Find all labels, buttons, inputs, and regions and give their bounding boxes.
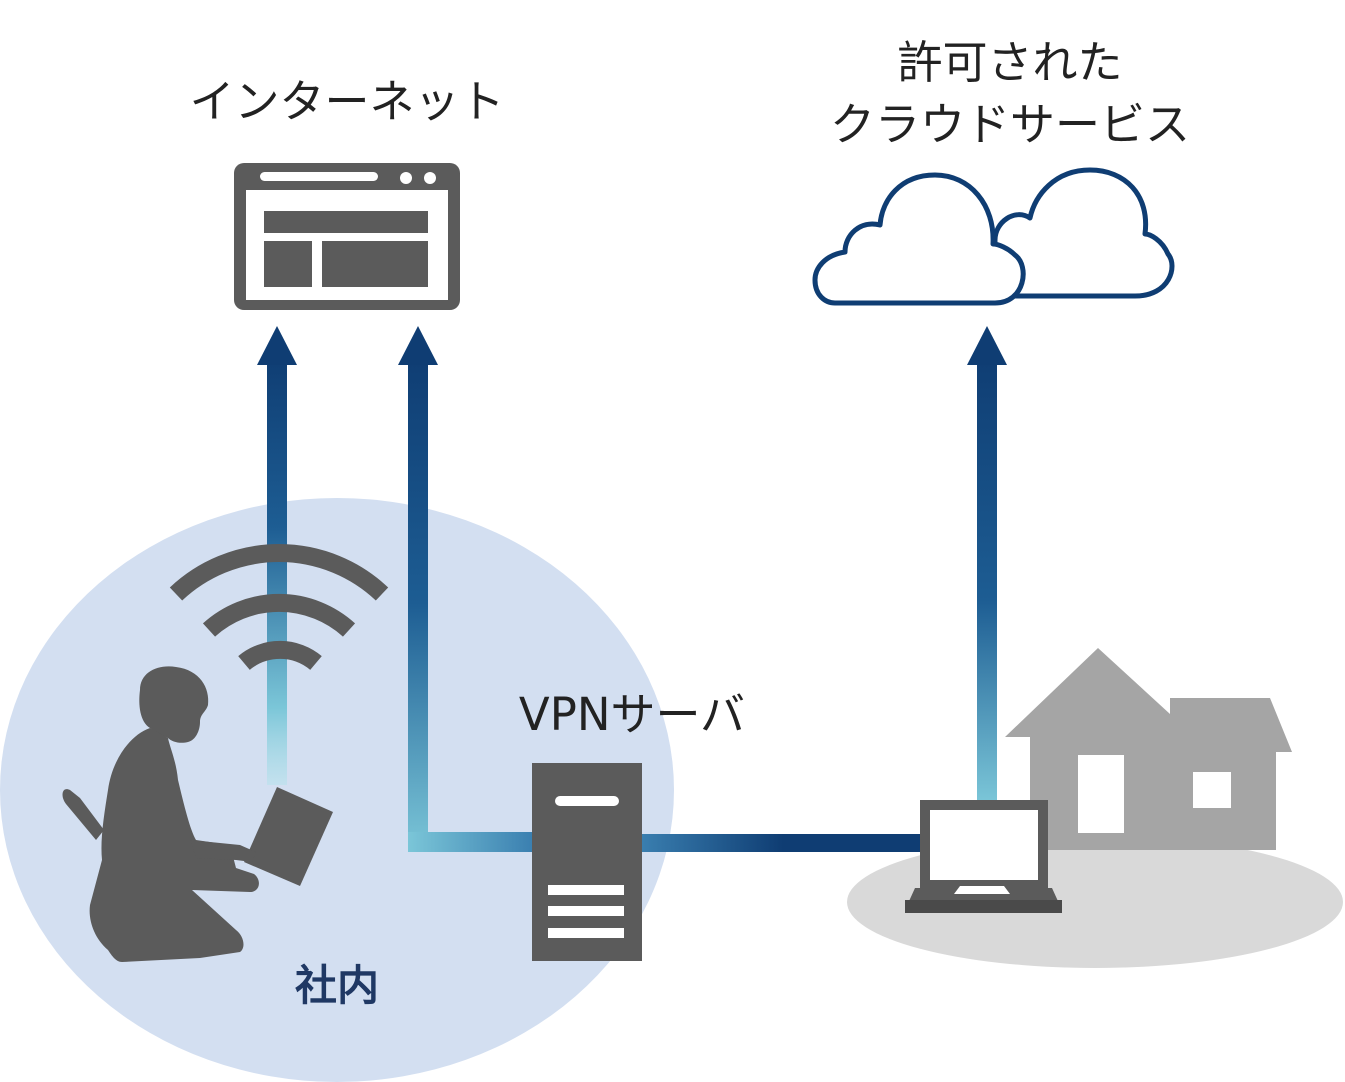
arrow-laptop-to-cloud <box>967 326 1007 802</box>
link-vpn-to-laptop <box>640 834 925 852</box>
arrow-office-to-internet <box>257 326 297 785</box>
cloud-label-line2: クラウドサービス <box>830 98 1190 151</box>
laptop-icon <box>905 800 1062 913</box>
house-icon <box>1005 648 1292 850</box>
browser-window-icon <box>234 163 460 310</box>
cloud-label-line1: 許可された <box>897 36 1122 89</box>
server-tower-icon <box>532 763 642 961</box>
cloud-icon <box>812 167 1175 306</box>
internet-label: インターネット <box>189 75 504 128</box>
arrow-vpn-to-internet <box>398 326 533 852</box>
office-label: 社内 <box>295 961 379 1010</box>
person-with-laptop-icon <box>62 666 333 962</box>
wifi-icon <box>169 544 389 671</box>
vpn-server-label: VPNサーバ <box>519 688 745 741</box>
